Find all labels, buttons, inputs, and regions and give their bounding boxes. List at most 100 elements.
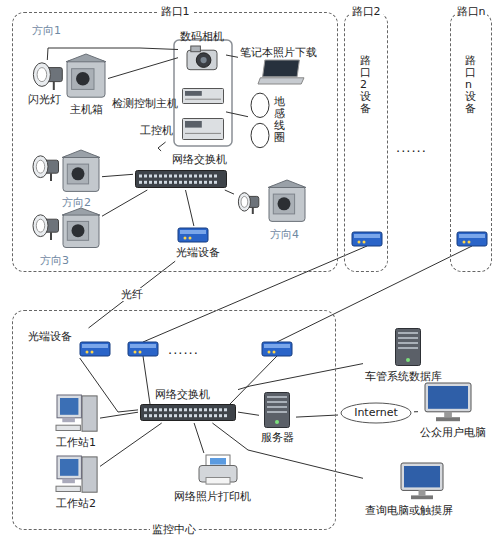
node-label: 闪光灯 xyxy=(28,93,61,106)
direction-camera: 方向3 xyxy=(28,206,102,269)
node-label: 路口2 xyxy=(350,5,383,18)
connector-line xyxy=(238,364,363,390)
connector xyxy=(102,190,147,216)
node-label: 路口n xyxy=(455,5,488,18)
connector-line xyxy=(226,112,248,117)
digital-camera: 数码相机 xyxy=(178,28,226,73)
node-label: 网络交换机 xyxy=(155,388,210,401)
flash-icon xyxy=(30,155,60,181)
housing-icon xyxy=(268,180,306,224)
connector-line xyxy=(100,423,162,466)
workstation: 工作站2 xyxy=(54,453,100,512)
node-label: 网络交换机 xyxy=(172,153,227,166)
optical-device xyxy=(352,232,382,246)
camera-housing: 主机箱 xyxy=(64,52,108,118)
camera-icon xyxy=(186,45,218,71)
housing-icon xyxy=(62,150,100,194)
pc-icon xyxy=(56,394,98,432)
connector xyxy=(108,58,178,79)
flash-icon xyxy=(30,62,64,90)
connector-line xyxy=(102,190,147,216)
node-label: 数码相机 xyxy=(180,30,224,43)
node-label: 路口2设备 xyxy=(360,55,371,115)
node-label: 方向4 xyxy=(270,228,299,241)
connector xyxy=(414,411,418,412)
connector-line xyxy=(226,55,238,57)
node-label: 方向2 xyxy=(62,196,91,209)
free-label: ...... xyxy=(168,342,199,358)
housing-icon xyxy=(62,208,100,250)
laptop-icon xyxy=(258,60,304,84)
intersection-region: 路口n路口n设备 xyxy=(450,12,492,272)
connector xyxy=(296,415,338,417)
optical-device: 光端设备 xyxy=(174,226,222,261)
connector xyxy=(225,190,234,194)
node-label: Internet xyxy=(354,406,398,419)
connector xyxy=(47,48,178,60)
rack-icon xyxy=(182,118,224,140)
connector xyxy=(238,364,363,390)
fiber-line xyxy=(277,246,472,342)
node-label: 笔记本照片下载 xyxy=(240,46,317,59)
node-label: 路口n设备 xyxy=(465,55,476,115)
direction-camera: 方向4 xyxy=(234,178,308,243)
rack-icon xyxy=(182,88,224,104)
connector-line xyxy=(225,190,234,194)
node-label: 检测控制主机 xyxy=(112,97,178,110)
node-label: 查询电脑或触摸屏 xyxy=(365,504,453,517)
node-label: 光端设备 xyxy=(176,246,220,259)
loop-coil: 地感线圈 xyxy=(248,90,287,152)
public-pc: 公众用户电脑 xyxy=(418,380,488,441)
network-switch: 网络交换机 xyxy=(138,386,238,423)
industrial-pc: 工控机 xyxy=(138,116,226,142)
edge-label: 光纤 xyxy=(119,288,145,301)
flash-lamp: 闪光灯 xyxy=(26,60,66,108)
node-label: 地感线圈 xyxy=(274,96,285,144)
query-terminal: 查询电脑或触摸屏 xyxy=(363,460,455,519)
connector-line xyxy=(194,423,204,453)
housing-icon xyxy=(66,54,106,100)
database-server: 车管系统数据库 xyxy=(363,326,444,385)
direction-camera: 方向2 xyxy=(28,148,102,211)
connector-line xyxy=(100,412,138,418)
node-label: 路口1 xyxy=(159,5,192,18)
optical-device xyxy=(128,342,158,356)
optical-icon xyxy=(178,228,208,242)
connector xyxy=(186,190,194,226)
flash-icon xyxy=(236,192,260,214)
optical-icon xyxy=(80,342,110,356)
connector-line xyxy=(47,48,178,60)
intersection-region: 路口2路口2设备 xyxy=(344,12,388,272)
monitor-icon xyxy=(400,462,444,500)
node-label: 光端设备 xyxy=(28,330,72,343)
node-label: 网络照片打印机 xyxy=(174,490,251,503)
node-label: 工控机 xyxy=(140,124,173,137)
connector-line xyxy=(186,190,194,226)
connector xyxy=(100,423,162,466)
optical-device: 光端设备 xyxy=(26,328,112,358)
connector-line xyxy=(238,412,259,415)
intersection-region: 路口1闪光灯主机箱数码相机笔记本照片下载检测控制主机工控机地感线圈方向2方向3网… xyxy=(12,12,338,272)
workstation: 工作站1 xyxy=(54,392,100,451)
detection-host: 检测控制主机 xyxy=(110,86,226,112)
laptop: 笔记本照片下载 xyxy=(238,44,319,86)
network-line xyxy=(143,356,150,404)
connector xyxy=(100,412,138,418)
node-label: 公众用户电脑 xyxy=(420,426,486,439)
optical-device xyxy=(262,342,292,356)
node-label: 监控中心 xyxy=(150,523,198,536)
node-label: 方向3 xyxy=(40,254,69,267)
free-label: ...... xyxy=(396,140,427,156)
tower-icon xyxy=(395,328,421,366)
connector xyxy=(102,174,133,176)
connector xyxy=(226,112,248,117)
photo-printer: 网络照片打印机 xyxy=(172,453,253,505)
fiber-line xyxy=(143,246,367,342)
monitor-icon xyxy=(424,382,472,422)
node-label: 工作站1 xyxy=(56,436,96,449)
equipment-frame xyxy=(174,40,232,146)
node-label: 主机箱 xyxy=(70,103,103,116)
node-label: 车管系统数据库 xyxy=(365,370,442,383)
switch-icon xyxy=(135,170,227,188)
